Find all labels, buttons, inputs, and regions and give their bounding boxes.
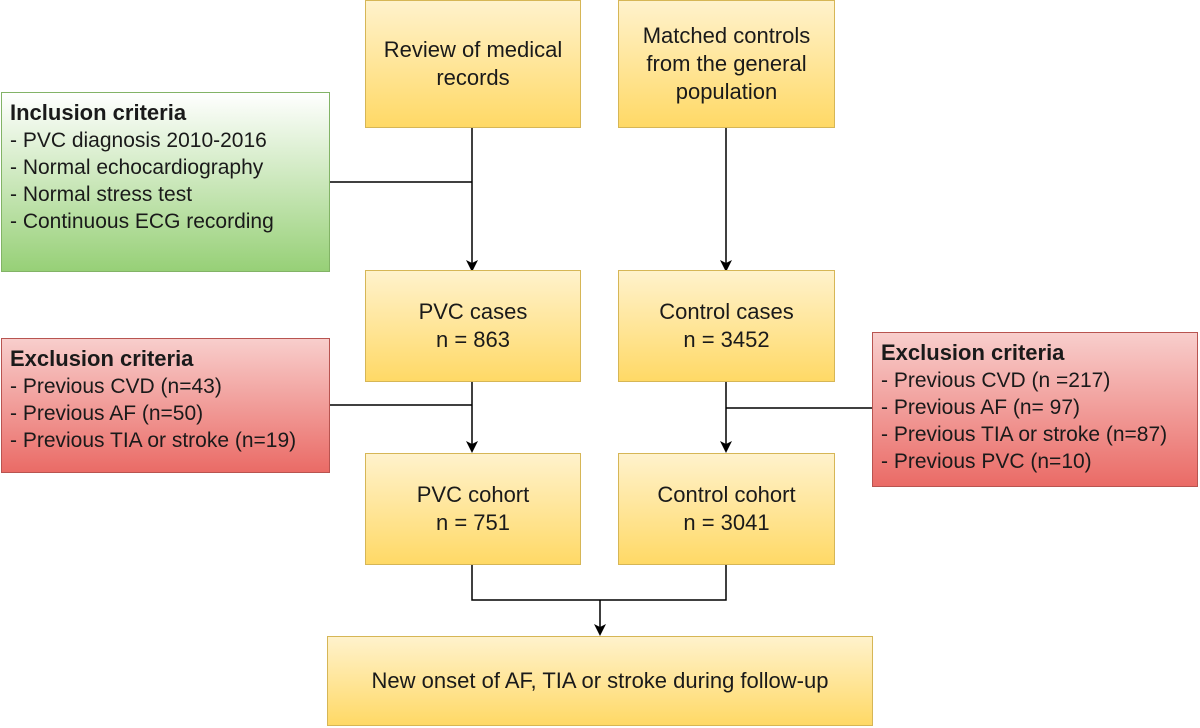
inclusion-item: - PVC diagnosis 2010-2016	[10, 129, 267, 152]
control-cases-box: Control cases n = 3452	[618, 270, 835, 382]
pvc-cases-label: PVC cases	[418, 299, 528, 324]
pvc-cohort-box: PVC cohort n = 751	[365, 453, 581, 565]
control-cases-count: n = 3452	[683, 327, 770, 352]
exclusion-criteria-left-box: Exclusion criteria - Previous CVD (n=43)…	[1, 338, 330, 473]
matched-controls-line-1: Matched controls	[642, 23, 811, 48]
inclusion-criteria-title: Inclusion criteria	[10, 100, 187, 125]
review-records-box: Review of medical records	[365, 0, 581, 128]
control-cohort-count: n = 3041	[683, 510, 770, 535]
exclusion-criteria-right-title: Exclusion criteria	[881, 340, 1065, 365]
control-cases-label: Control cases	[659, 299, 794, 324]
pvc-cases-count: n = 863	[435, 327, 510, 352]
inclusion-item: - Continuous ECG recording	[10, 210, 274, 233]
review-records-line-2: records	[436, 65, 510, 90]
cohort-merge-connector	[471, 565, 727, 601]
matched-controls-box: Matched controls from the general popula…	[618, 0, 835, 128]
exclusion-right-item: - Previous CVD (n =217)	[881, 369, 1111, 392]
exclusion-left-item: - Previous CVD (n=43)	[10, 375, 222, 398]
exclusion-criteria-left-title: Exclusion criteria	[10, 346, 194, 371]
exclusion-left-item: - Previous TIA or stroke (n=19)	[10, 429, 297, 452]
review-records-line-1: Review of medical	[383, 37, 563, 62]
matched-controls-line-3: population	[675, 79, 778, 104]
matched-controls-line-2: from the general	[646, 51, 807, 76]
pvc-cohort-label: PVC cohort	[416, 482, 530, 507]
exclusion-right-item: - Previous AF (n= 97)	[881, 396, 1080, 419]
outcome-box: New onset of AF, TIA or stroke during fo…	[327, 636, 873, 726]
inclusion-criteria-box: Inclusion criteria - PVC diagnosis 2010-…	[1, 92, 330, 272]
inclusion-item: - Normal stress test	[10, 183, 193, 206]
control-cohort-label: Control cohort	[657, 482, 796, 507]
pvc-cases-box: PVC cases n = 863	[365, 270, 581, 382]
pvc-cohort-count: n = 751	[435, 510, 510, 535]
exclusion-right-item: - Previous PVC (n=10)	[881, 450, 1092, 473]
exclusion-left-item: - Previous AF (n=50)	[10, 402, 204, 425]
control-cohort-box: Control cohort n = 3041	[618, 453, 835, 565]
exclusion-right-item: - Previous TIA or stroke (n=87)	[881, 423, 1168, 446]
outcome-label: New onset of AF, TIA or stroke during fo…	[371, 668, 829, 693]
exclusion-criteria-right-box: Exclusion criteria - Previous CVD (n =21…	[872, 332, 1198, 487]
inclusion-item: - Normal echocardiography	[10, 156, 264, 179]
